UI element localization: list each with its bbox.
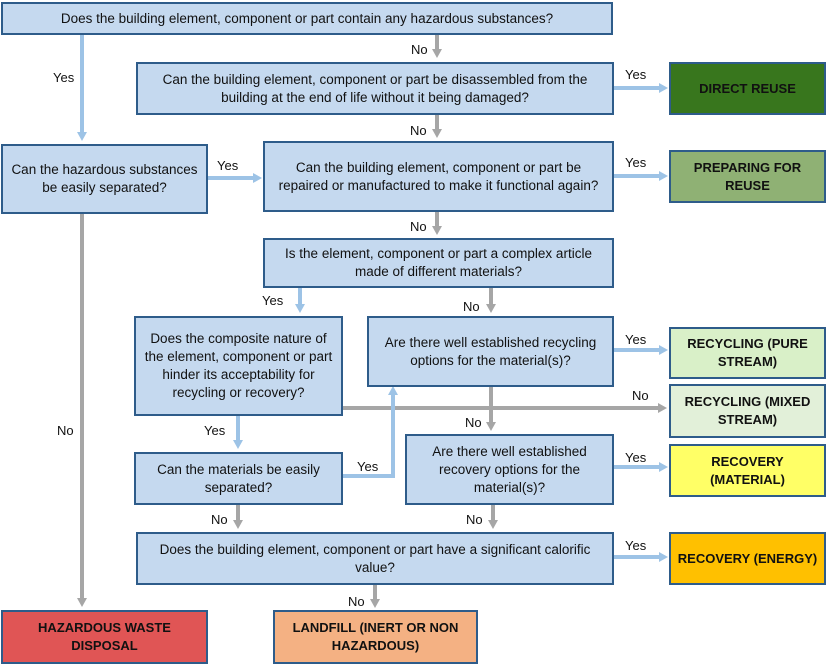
label-q3-no: No — [57, 423, 74, 438]
outcome-hazardous-waste-disposal: HAZARDOUS WASTE DISPOSAL — [1, 610, 208, 664]
question-hazardous-substances: Does the building element, component or … — [1, 2, 613, 35]
label-q9-no: No — [466, 512, 483, 527]
arrow-q8-to-q7-yes — [343, 386, 398, 478]
label-q5-no: No — [463, 299, 480, 314]
label-q7-yes: Yes — [625, 332, 647, 347]
label-q8-no: No — [211, 512, 228, 527]
outcome-recycling-pure-stream: RECYCLING (PURE STREAM) — [669, 327, 826, 379]
question-material-separation: Can the materials be easily separated? — [134, 452, 343, 505]
outcome-preparing-for-reuse: PREPARING FOR REUSE — [669, 150, 826, 203]
label-q4-no: No — [410, 219, 427, 234]
question-complex-article: Is the element, component or part a comp… — [263, 238, 614, 288]
label-q3-yes: Yes — [217, 158, 239, 173]
question-hazard-separation: Can the hazardous substances be easily s… — [1, 144, 208, 214]
outcome-recovery-material: RECOVERY (MATERIAL) — [669, 444, 826, 497]
label-q6-yes: Yes — [204, 423, 226, 438]
label-q2-no: No — [410, 123, 427, 138]
question-repair: Can the building element, component or p… — [263, 141, 614, 212]
label-q1-no: No — [411, 42, 428, 57]
label-q4-yes: Yes — [625, 155, 647, 170]
label-q1-yes: Yes — [53, 70, 75, 85]
label-q9-yes: Yes — [625, 450, 647, 465]
question-calorific-value: Does the building element, component or … — [136, 532, 614, 585]
outcome-landfill: LANDFILL (INERT OR NON HAZARDOUS) — [273, 610, 478, 664]
label-q5-yes: Yes — [262, 293, 284, 308]
question-recovery-options: Are there well established recovery opti… — [405, 434, 614, 505]
question-composite-nature: Does the composite nature of the element… — [134, 316, 343, 416]
label-q7-no: No — [465, 415, 482, 430]
outcome-recycling-mixed-stream: RECYCLING (MIXED STREAM) — [669, 384, 826, 438]
question-recycling-options: Are there well established recycling opt… — [367, 316, 614, 387]
label-q2-yes: Yes — [625, 67, 647, 82]
label-q10-no: No — [348, 594, 365, 609]
outcome-recovery-energy: RECOVERY (ENERGY) — [669, 532, 826, 585]
outcome-direct-reuse: DIRECT REUSE — [669, 62, 826, 115]
question-disassembly: Can the building element, component or p… — [136, 62, 614, 115]
label-q10-yes: Yes — [625, 538, 647, 553]
label-q6-no: No — [632, 388, 649, 403]
label-q8-yes: Yes — [357, 459, 379, 474]
